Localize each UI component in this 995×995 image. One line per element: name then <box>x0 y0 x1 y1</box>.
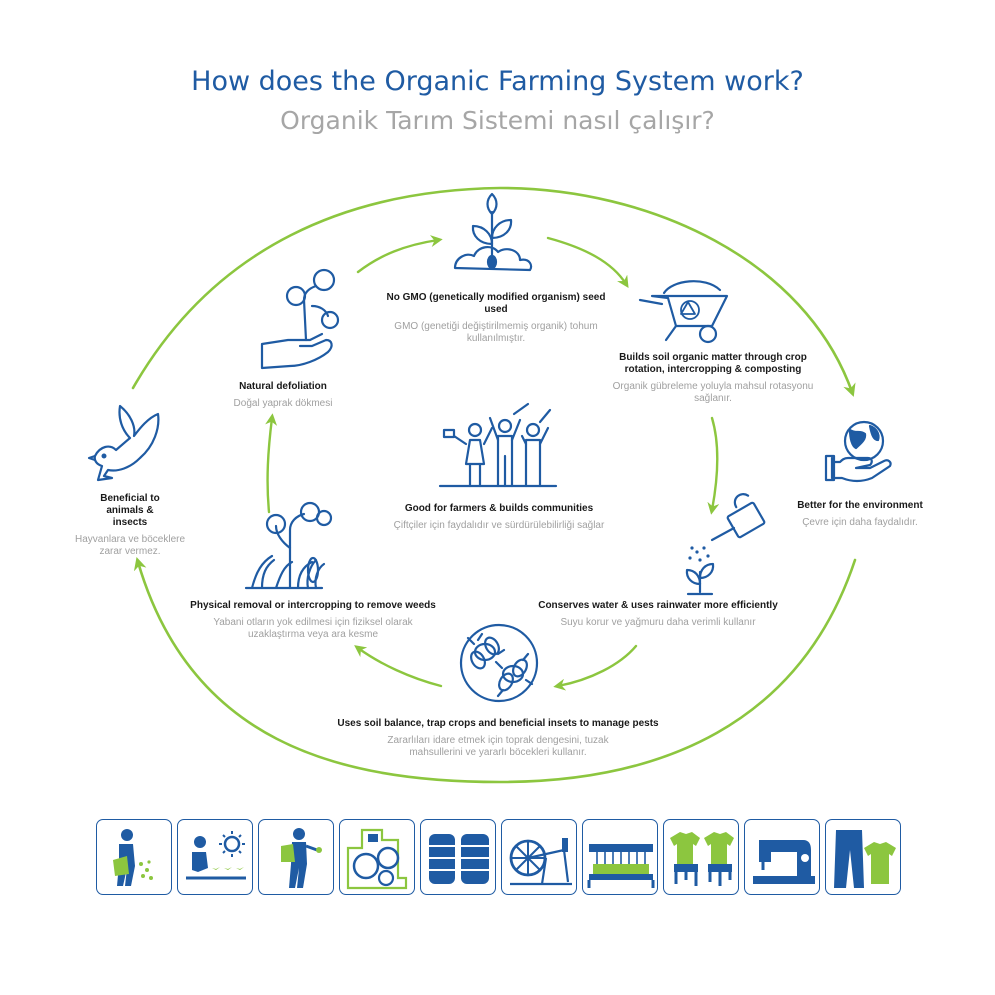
node-animals-title: Beneficial to animals & insects <box>100 493 160 528</box>
ginning-machine-icon <box>346 828 408 890</box>
tile-dyeing <box>663 819 739 895</box>
node-gmo-translation: GMO (genetiği değiştirilmemiş organik) t… <box>394 321 598 344</box>
node-environment-translation: Çevre için daha faydalıdır. <box>802 517 918 528</box>
node-animals-translation: Hayvanlara ve böceklere zarar vermez. <box>74 534 186 557</box>
node-farmers-title: Good for farmers & builds communities <box>404 503 594 514</box>
tile-sewing <box>744 819 820 895</box>
node-defoliation-label: Natural defoliation Doğal yaprak dökmesi <box>220 381 346 410</box>
plant-sprout-icon <box>453 192 533 272</box>
tile-garments <box>825 819 901 895</box>
tile-sowing <box>96 819 172 895</box>
cotton-picking-farmer-icon <box>281 828 322 888</box>
watering-can-icon <box>685 493 766 596</box>
node-animals-label: Beneficial to animals & insects Hayvanla… <box>60 493 200 558</box>
tile-spinning <box>501 819 577 895</box>
cotton-plant-weeds-icon <box>244 501 333 590</box>
jeans-and-tshirt-icon <box>834 830 896 888</box>
node-environment-title: Better for the environment <box>797 500 923 511</box>
wheelbarrow-recycle-icon <box>638 280 729 344</box>
tile-growing <box>177 819 253 895</box>
weaving-loom-icon <box>587 844 655 888</box>
node-pests-translation: Zararlıları idare etmek için toprak deng… <box>387 735 609 758</box>
node-weeds-label: Physical removal or intercropping to rem… <box>182 600 444 641</box>
dyed-tshirts-icon <box>670 832 734 886</box>
node-water-title: Conserves water & uses rainwater more ef… <box>538 600 778 611</box>
node-defoliation-title: Natural defoliation <box>239 381 327 392</box>
node-gmo-title: No GMO (genetically modified organism) s… <box>386 292 606 315</box>
tile-picking <box>258 819 334 895</box>
outer-cycle-arrows <box>131 186 857 784</box>
node-water-translation: Suyu korur ve yağmuru daha verimli kulla… <box>560 617 756 628</box>
node-soil-translation: Organik gübreleme yoluyla mahsul rotasyo… <box>612 381 814 404</box>
node-soil-label: Builds soil organic matter through crop … <box>608 352 818 405</box>
cotton-bales-icon <box>429 834 489 884</box>
dove-icon <box>87 404 160 482</box>
beneficial-insects-icon <box>459 623 539 703</box>
sewing-machine-icon <box>753 840 815 884</box>
sowing-farmer-icon <box>113 829 153 886</box>
process-tile-strip <box>96 819 902 899</box>
node-farmers-translation: Çiftçiler için faydalıdır ve sürdürülebi… <box>393 520 605 531</box>
node-environment-label: Better for the environment Çevre için da… <box>790 500 930 529</box>
page-subtitle: Organik Tarım Sistemi nasıl çalışır? <box>280 106 715 135</box>
node-water-label: Conserves water & uses rainwater more ef… <box>530 600 786 629</box>
growing-seedlings-sun-icon <box>186 831 246 880</box>
inner-cycle-arrows <box>265 235 720 691</box>
node-defoliation-translation: Doğal yaprak dökmesi <box>233 398 333 409</box>
node-soil-title: Builds soil organic matter through crop … <box>619 352 807 375</box>
tile-bales <box>420 819 496 895</box>
node-pests-title: Uses soil balance, trap crops and benefi… <box>337 718 659 729</box>
spinning-wheel-icon <box>509 838 572 886</box>
tile-weaving <box>582 819 658 895</box>
node-pests-label: Uses soil balance, trap crops and benefi… <box>330 718 666 759</box>
node-weeds-translation: Yabani otların yok edilmesi için fizikse… <box>213 617 413 640</box>
node-weeds-title: Physical removal or intercropping to rem… <box>190 600 436 611</box>
globe-in-hand-icon <box>824 420 892 483</box>
farmers-community-icon <box>438 402 558 488</box>
tile-ginning <box>339 819 415 895</box>
hand-holding-cotton-icon <box>260 268 340 370</box>
page-title: How does the Organic Farming System work… <box>191 66 804 97</box>
node-gmo-label: No GMO (genetically modified organism) s… <box>380 292 612 345</box>
node-farmers-label: Good for farmers & builds communities Çi… <box>368 503 630 532</box>
